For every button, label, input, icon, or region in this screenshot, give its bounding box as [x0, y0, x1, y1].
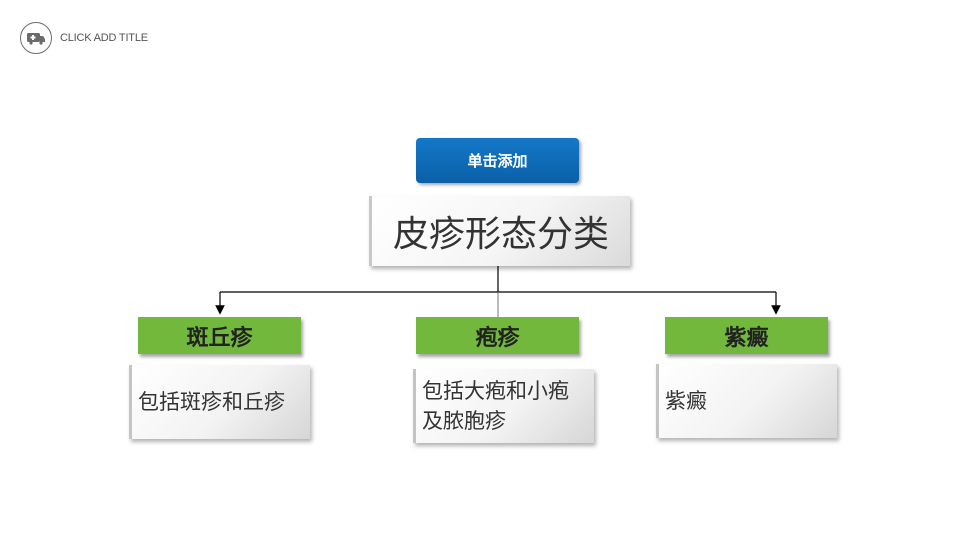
root-node[interactable]: 皮疹形态分类 [369, 196, 630, 266]
ambulance-icon [20, 22, 52, 54]
branch-detail-2[interactable]: 包括大疱和小疱及脓胞疹 [413, 369, 594, 443]
branch-label-3[interactable]: 紫癜 [665, 317, 828, 354]
top-label-box[interactable]: 单击添加 [416, 138, 579, 183]
branch-label-2[interactable]: 疱疹 [416, 317, 579, 354]
slide-title[interactable]: CLICK ADD TITLE [60, 32, 148, 44]
slide-header: CLICK ADD TITLE [20, 22, 148, 54]
branch-label-1[interactable]: 斑丘疹 [138, 317, 301, 354]
branch-detail-1[interactable]: 包括斑疹和丘疹 [129, 365, 310, 439]
branch-detail-3[interactable]: 紫癜 [656, 364, 837, 438]
